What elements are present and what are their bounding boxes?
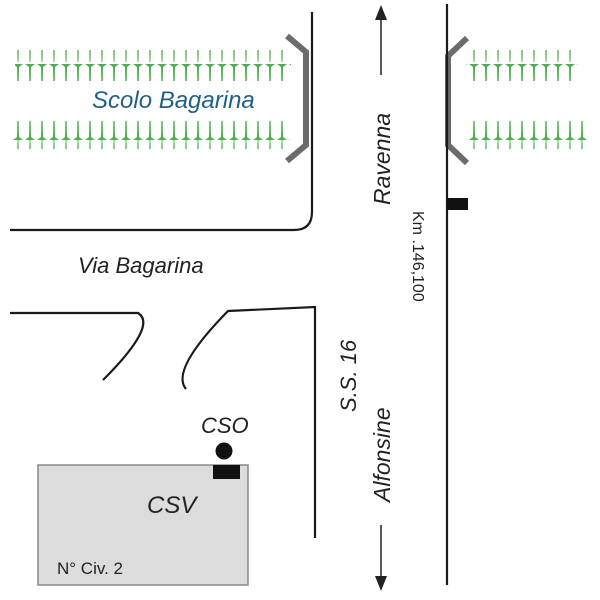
csv-meter-box xyxy=(213,465,240,479)
km-marker-label: Km .146,100 xyxy=(409,211,426,302)
arrow-south-icon xyxy=(375,576,387,591)
canal-label: Scolo Bagarina xyxy=(92,87,255,114)
bridge-right xyxy=(445,35,470,166)
direction-north-label: Ravenna xyxy=(369,113,395,205)
arrow-north-icon xyxy=(375,5,387,20)
csv-label: CSV xyxy=(147,492,198,519)
canal-vegetation-top-right xyxy=(466,50,578,81)
side-road-label: Via Bagarina xyxy=(78,253,204,278)
km-marker xyxy=(447,198,468,210)
canal-vegetation-bottom-right xyxy=(466,121,586,149)
road-edge-driveway xyxy=(181,305,317,538)
bridge-left xyxy=(285,33,309,164)
canal-vegetation-bottom-left xyxy=(12,121,290,149)
cso-label: CSO xyxy=(201,413,249,438)
direction-south-label: Alfonsine xyxy=(369,407,395,504)
cso-point[interactable] xyxy=(215,442,233,460)
building-csv[interactable] xyxy=(37,464,249,586)
road-edge-via-bagarina-south xyxy=(10,311,145,381)
highway-label: S.S. 16 xyxy=(336,339,361,412)
canal-vegetation-top-left xyxy=(15,50,291,81)
road-edge-via-bagarina-north xyxy=(10,12,314,232)
house-number-label: N° Civ. 2 xyxy=(57,559,123,578)
